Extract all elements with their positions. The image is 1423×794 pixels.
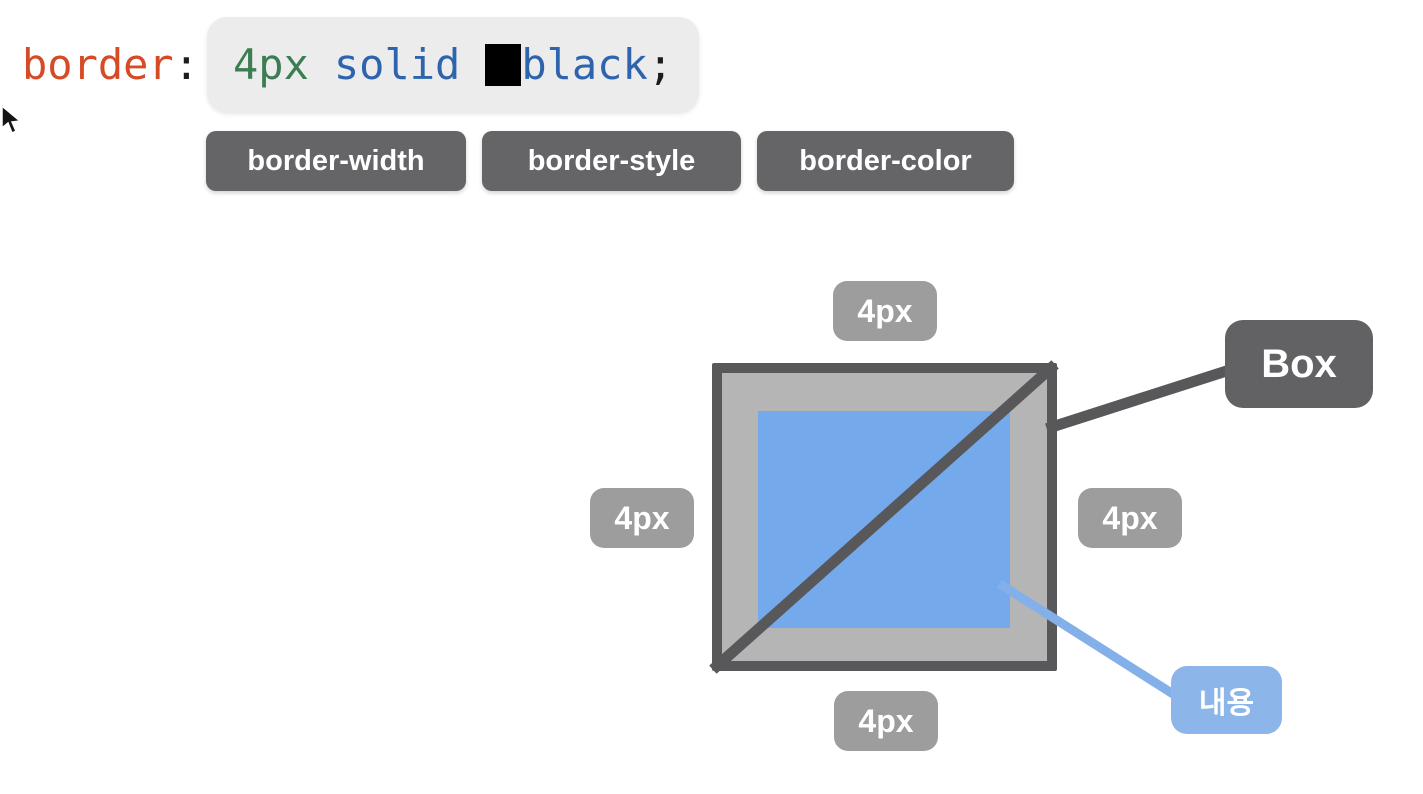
border-width-badge-top: 4px [833,281,937,341]
border-width-badge-left: 4px [590,488,694,548]
css-colon: : [173,40,200,89]
border-width-badge-right: 4px [1078,488,1182,548]
chip-border-width: border-width [206,131,466,191]
property-chip-row: border-width border-style border-color [206,131,1014,191]
black-color-swatch-icon [485,43,522,86]
css-code-line: border: 4px solid black; [22,17,700,112]
content-label: 내용 [1171,666,1282,734]
border-color-value: black [521,40,648,89]
box-label-connector-line [1045,359,1249,434]
css-property-name: border [22,40,174,89]
box-content-area [758,411,1010,628]
box-label: Box [1225,320,1373,408]
css-semicolon: ; [647,40,674,89]
chip-border-style: border-style [482,131,741,191]
border-width-badge-bottom: 4px [834,691,938,751]
css-value-chunk: 4px solid black; [207,17,700,112]
chip-border-color: border-color [757,131,1014,191]
mouse-pointer-icon [1,104,22,135]
border-style-value: solid [333,40,461,89]
border-width-value: 4px [233,40,309,89]
